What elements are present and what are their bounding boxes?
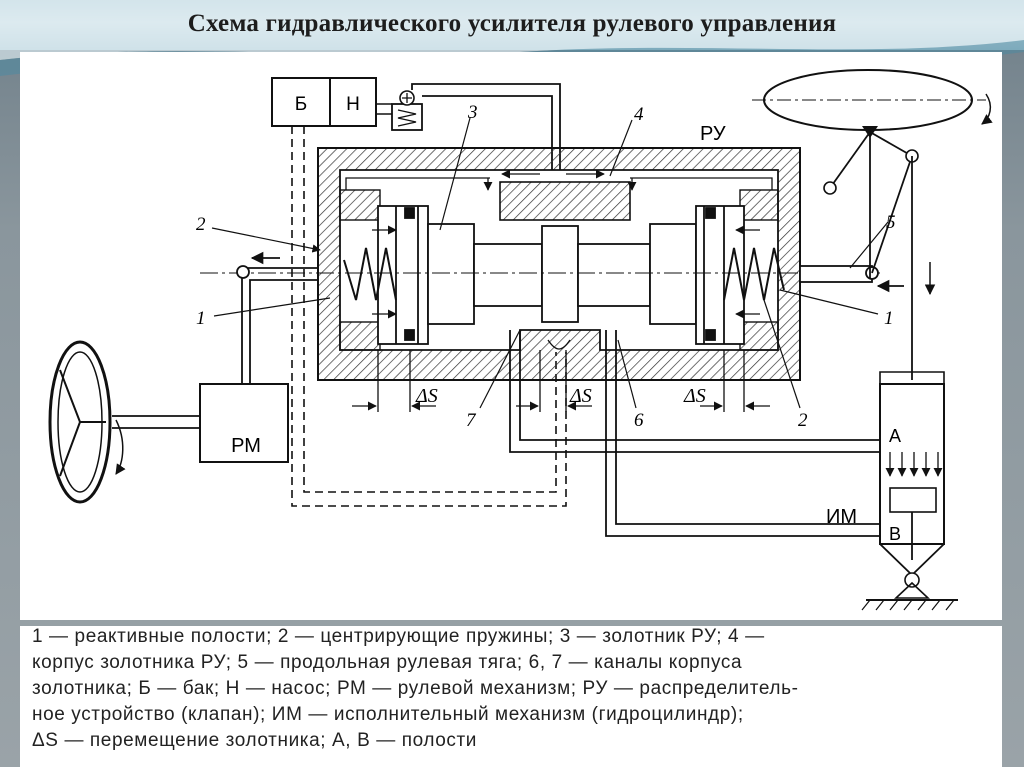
cavity-a-label: А — [889, 426, 901, 446]
label-6: 6 — [634, 410, 644, 431]
delta-s-left: ΔS — [415, 385, 438, 407]
hydraulic-diagram: Б Н — [48, 69, 993, 611]
relief-valve — [391, 103, 423, 131]
caption-line-1: 1 — реактивные полости; 2 — центрирующие… — [32, 626, 765, 647]
tank-label: Б — [295, 94, 307, 115]
label-1-left: 1 — [196, 308, 206, 329]
flow-arrows — [345, 169, 773, 350]
tank-box — [271, 77, 331, 127]
callout-lines — [211, 117, 889, 409]
channel-lines — [509, 330, 880, 537]
label-3: 3 — [467, 102, 478, 123]
return-line — [291, 126, 567, 507]
caption-line-5: ΔS — перемещение золотника; А, В — полос… — [32, 730, 478, 751]
right-spring — [723, 247, 785, 301]
label-1-right: 1 — [884, 308, 894, 329]
label-2-right: 2 — [798, 410, 808, 431]
label-4: 4 — [634, 104, 644, 125]
slide-title: Схема гидравлического усилителя рулевого… — [187, 10, 837, 37]
caption-line-3: золотника; Б — бак; Н — насос; РМ — руле… — [32, 678, 799, 699]
steering-wheel — [48, 340, 126, 504]
label-2-left: 2 — [196, 214, 206, 235]
left-spring — [343, 247, 397, 301]
cavity-b-label: В — [889, 524, 901, 544]
right-rod — [799, 155, 913, 293]
actuator-cylinder: А В ИМ — [826, 371, 958, 611]
left-rod — [236, 251, 318, 420]
delta-s-right: ΔS — [683, 385, 706, 407]
tank-pump-unit: Б Н — [271, 77, 423, 131]
caption-line-2: корпус золотника РУ; 5 — продольная руле… — [32, 652, 743, 673]
pressure-line — [411, 83, 561, 170]
distributor-label: РУ — [700, 123, 726, 145]
label-7: 7 — [466, 410, 477, 431]
pump-box — [329, 77, 377, 127]
front-wheel — [752, 69, 993, 380]
diagram-panel: Б Н — [20, 52, 1002, 620]
caption-line-4: ное устройство (клапан); ИМ — исполнител… — [32, 704, 744, 725]
actuator-label: ИМ — [826, 506, 857, 528]
label-5: 5 — [886, 212, 896, 233]
delta-s-markers — [352, 350, 770, 412]
caption-panel: 1 — реактивные полости; 2 — центрирующие… — [20, 626, 1002, 767]
steering-mechanism-label: РМ — [231, 435, 261, 457]
pump-label: Н — [346, 94, 360, 115]
delta-s-center: ΔS — [569, 385, 592, 407]
steering-mechanism: РМ — [112, 383, 289, 463]
